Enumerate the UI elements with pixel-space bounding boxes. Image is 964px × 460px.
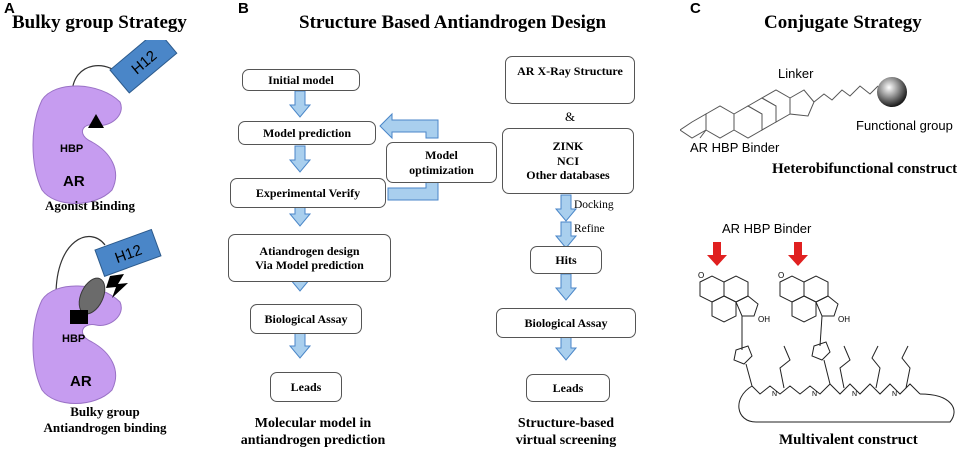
hydroxyl-left: OH: [758, 315, 770, 324]
flow-leads-right: Leads: [526, 374, 610, 402]
oxygen-right: O: [778, 271, 784, 280]
panel-c-letter: C: [690, 0, 701, 17]
caption-agonist-binding: Agonist Binding: [45, 198, 135, 213]
steroid-right: O OH: [778, 271, 850, 385]
h12-helix-bottom: [94, 228, 162, 277]
flow-ar-xray: AR X-Ray Structure: [505, 56, 635, 104]
hbp-label-bottom: HBP: [62, 333, 85, 345]
arrow-left-2: [289, 145, 311, 173]
nitrogen-3: N: [852, 391, 857, 398]
flow-biological-assay-right: Biological Assay: [496, 308, 636, 338]
panel-a-illustration: H12 HBP AR H12 HBP AR: [32, 40, 178, 404]
arrow-right-hits: [555, 273, 577, 301]
hbp-label-top: HBP: [60, 143, 83, 155]
agonist-triangle: [88, 114, 104, 128]
flow-initial-model: Initial model: [242, 69, 360, 91]
oxygen-left: O: [698, 271, 704, 280]
nitrogen-2: N: [812, 391, 817, 398]
panel-b-letter: B: [238, 0, 249, 17]
caption-multivalent: Multivalent construct: [779, 432, 918, 448]
functional-group-label: Functional group: [856, 118, 953, 133]
h12-helix-top: [109, 40, 178, 94]
flow-experimental-verify: Experimental Verify: [230, 178, 386, 208]
flow-model-prediction: Model prediction: [238, 121, 376, 145]
binder-label-top: AR HBP Binder: [690, 140, 780, 155]
docking-label: Docking: [574, 199, 614, 211]
linker-label: Linker: [778, 66, 814, 81]
flow-antiandrogen-design: Atiandrogen design Via Model prediction: [228, 234, 391, 282]
hydroxyl-right: OH: [838, 315, 850, 324]
arrow-refine: [555, 221, 577, 249]
arrow-left-1: [289, 90, 311, 118]
receptor-shape-bottom: [32, 285, 122, 404]
caption-heterobifunctional: Heterobifunctional construct: [772, 161, 958, 177]
red-arrow-left: [707, 242, 727, 266]
ampersand: &: [565, 109, 576, 124]
ar-label-bottom: AR: [70, 373, 92, 390]
nitrogen-4: N: [892, 391, 897, 398]
panel-b-title: Structure Based Antiandrogen Design: [299, 12, 607, 33]
caption-molecular-model: Molecular model in antiandrogen predicti…: [240, 416, 386, 448]
flow-leads-left: Leads: [270, 372, 342, 402]
arrow-loop-back: [379, 112, 439, 140]
arrow-left-5: [289, 331, 311, 359]
binder-label-bottom: AR HBP Binder: [722, 221, 812, 236]
linker-chain: [813, 85, 879, 103]
caption-bulky-binding: Bulky group Antiandrogen binding: [43, 404, 167, 435]
functional-group-ball: [877, 77, 907, 107]
steroid-left: O OH: [698, 271, 770, 387]
panel-a-title: Bulky group Strategy: [12, 12, 187, 33]
panel-c-title: Conjugate Strategy: [764, 12, 922, 33]
antiandrogen-core: [70, 310, 88, 324]
refine-label: Refine: [574, 223, 605, 235]
flow-databases: ZINK NCI Other databases: [502, 128, 634, 194]
steroid-scaffold-top: [680, 89, 815, 139]
flow-hits: Hits: [530, 246, 602, 274]
clash-bolt-icon: [106, 274, 128, 298]
flow-model-optimization: Model optimization: [386, 142, 497, 183]
nitrogen-1: N: [772, 391, 777, 398]
red-arrow-right: [788, 242, 808, 266]
arrow-docking: [555, 194, 577, 222]
receptor-shape-top: [32, 85, 122, 204]
flow-biological-assay-left: Biological Assay: [250, 304, 362, 334]
caption-structure-based: Structure-based virtual screening: [515, 416, 617, 448]
ar-label-top: AR: [63, 173, 85, 190]
panel-c-illustration: Linker Functional group AR HBP Binder AR…: [680, 66, 955, 423]
polymer-backbone: N N N N: [738, 345, 955, 423]
panel-a-letter: A: [4, 0, 15, 17]
tether-line-bottom: [55, 235, 106, 296]
